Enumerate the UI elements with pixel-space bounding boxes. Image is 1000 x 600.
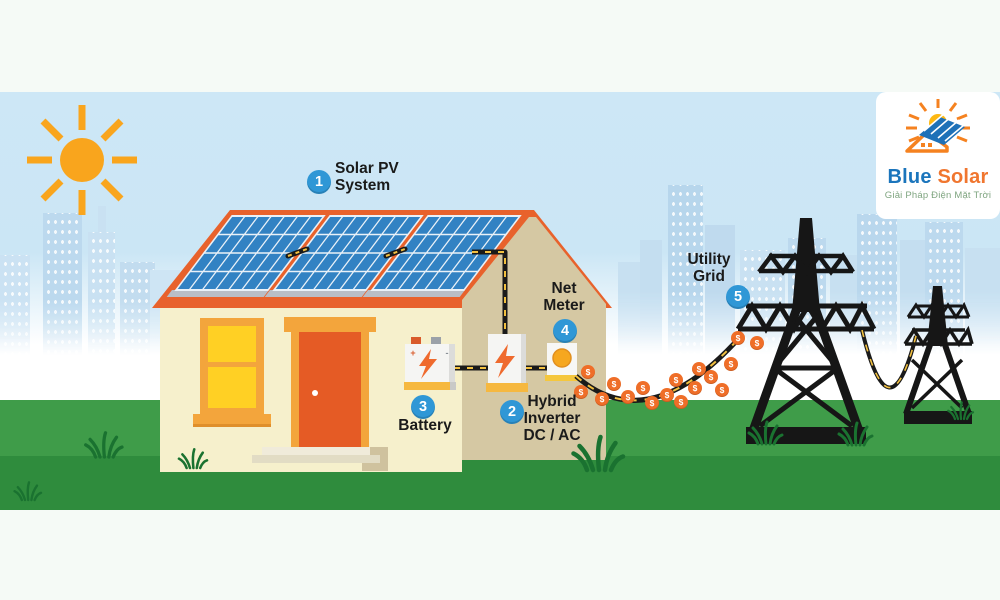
brand-name-blue: Blue [887,166,932,188]
solar-panel-array [166,215,522,297]
label-net-meter: Net Meter [543,280,585,314]
battery-minus-mark: - [446,348,449,358]
label-utility-grid: Utility Grid [687,251,731,285]
building [0,255,30,360]
hybrid-inverter-unit [486,334,528,392]
step-1-badge: 1 [307,170,331,194]
building [120,262,155,360]
power-tower-large [735,218,877,444]
step-3-badge: 3 [411,395,435,419]
power-tower-small [903,286,974,424]
building [668,185,703,360]
grass-tufts [13,401,975,502]
logo-mark [905,99,970,153]
net-meter-unit [545,343,579,381]
logo-house-icon [905,112,965,153]
house [152,210,612,472]
lightning-bolt-icon [419,349,437,379]
grid-connection-wire [574,329,918,403]
label-hybrid-inverter: Hybrid Inverter DC / AC [523,393,581,444]
battery-unit: + - [404,337,456,390]
battery-plus-mark: + [410,348,415,358]
door [284,317,376,447]
building [43,213,82,360]
sun-icon [27,105,137,215]
building [88,232,115,360]
blue-solar-logo: Blue Solar Giải Pháp Điện Mặt Trời [876,92,1000,219]
brand-name: Blue Solar [876,166,1000,189]
door-steps [252,447,388,471]
brand-tagline: Giải Pháp Điện Mặt Trời [884,190,992,201]
gable-wall [462,217,606,460]
lightning-bolt-icon [495,344,515,378]
panel-connector-wires [285,246,408,259]
label-battery: Battery [398,417,452,434]
step-2-badge: 2 [500,400,524,424]
building [98,206,106,246]
brand-name-solar: Solar [937,166,989,188]
dc-wiring [454,249,548,371]
meter-dial [552,348,572,368]
label-solar-pv-system: Solar PV System [335,160,399,194]
window [193,318,271,427]
step-4-badge: 4 [553,319,577,343]
building [640,240,662,360]
step-5-badge: 5 [726,285,750,309]
